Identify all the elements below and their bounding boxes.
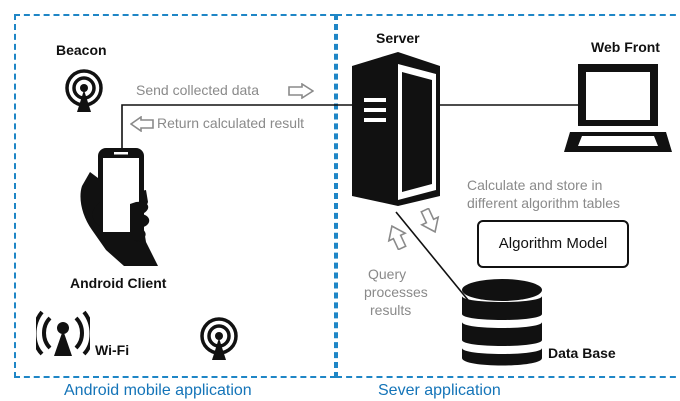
beacon-icon (63, 68, 105, 114)
query-label-3: results (370, 302, 412, 318)
server-icon (346, 50, 444, 206)
wifi-antenna-icon (36, 310, 90, 356)
database-label: Data Base (548, 345, 616, 361)
return-result-label: Return calculated result (157, 115, 305, 131)
query-label-2: processes (364, 284, 428, 300)
web-front-label: Web Front (591, 39, 660, 55)
android-panel-caption: Android mobile application (64, 382, 252, 399)
database-icon (460, 278, 544, 370)
algorithm-model-label: Algorithm Model (498, 235, 608, 252)
laptop-icon (564, 60, 672, 156)
client-server-connector (121, 104, 352, 150)
server-label: Server (376, 30, 420, 46)
beacon-label: Beacon (56, 42, 107, 58)
android-panel (14, 14, 336, 378)
arrow-left-icon (130, 116, 154, 132)
arrow-up-icon (386, 224, 408, 250)
arrow-down-icon (419, 208, 441, 234)
beacon-icon (198, 316, 240, 362)
wifi-label: Wi-Fi (95, 342, 130, 358)
server-panel (336, 14, 680, 378)
phone-hand-icon (76, 146, 166, 266)
server-panel-caption: Sever application (378, 382, 501, 399)
query-label-1: Query (368, 266, 407, 282)
arrow-right-icon (288, 83, 314, 99)
algorithm-model-box (477, 220, 629, 268)
android-client-label: Android Client (70, 275, 167, 291)
send-data-label: Send collected data (136, 82, 259, 98)
server-database-connector (395, 211, 469, 301)
calc-store-label-1: Calculate and store in (467, 177, 603, 193)
calc-store-label-2: different algorithm tables (467, 195, 621, 211)
